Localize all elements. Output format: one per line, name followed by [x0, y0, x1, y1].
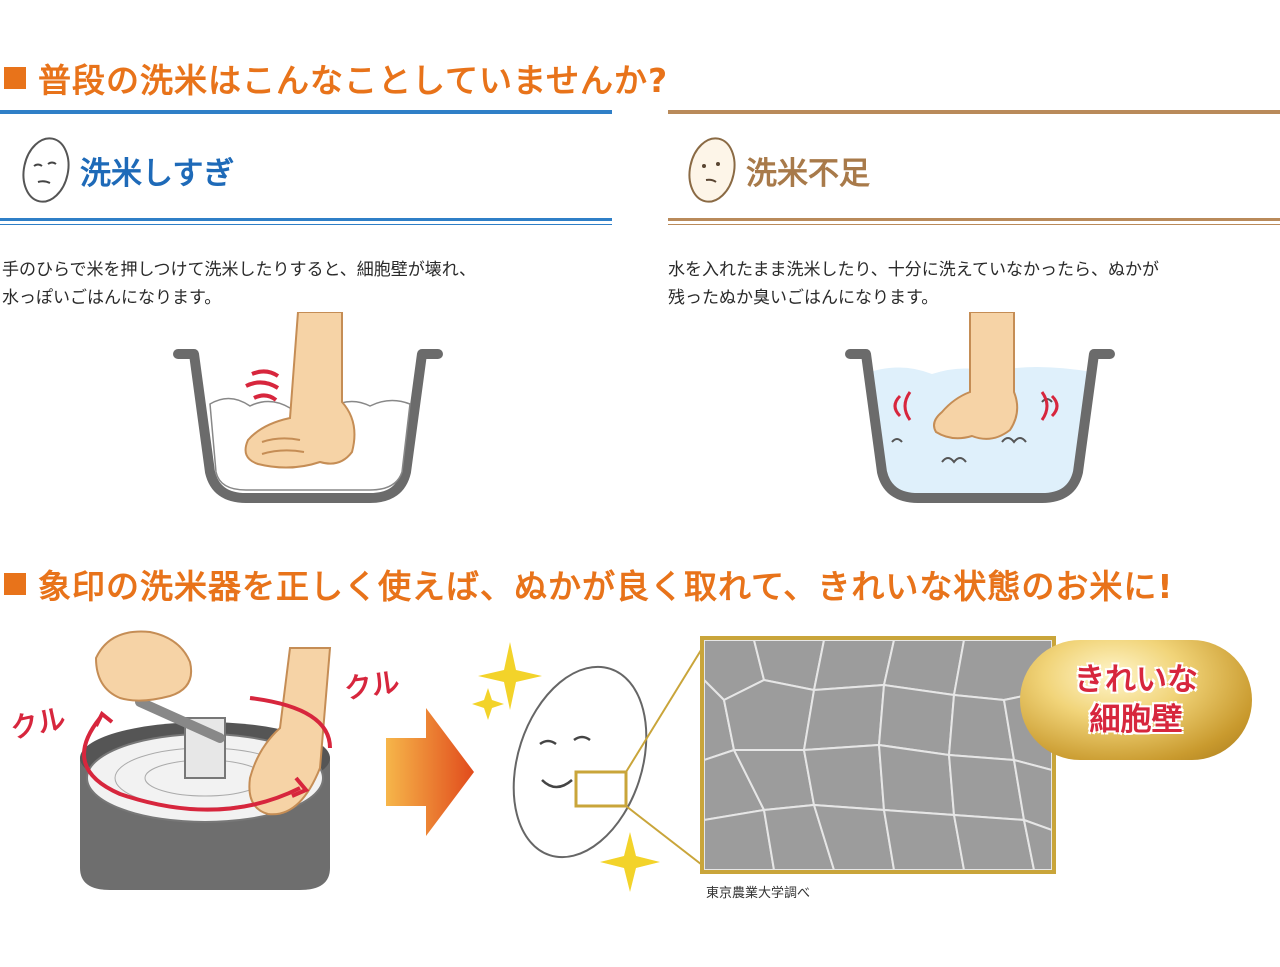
left-top-rule [0, 110, 612, 114]
source-caption: 東京農業大学調べ [706, 886, 811, 901]
badge-line1: きれいな [1074, 662, 1198, 698]
cell-wall-micrograph [700, 636, 1056, 874]
section-heading-1-text: 普段の洗米はこんなことしていませんか? [38, 61, 669, 100]
right-description: 水を入れたまま洗米したり、十分に洗えていなかったら、ぬかが 残ったぬか臭いごはん… [668, 256, 1159, 312]
right-description-line1: 水を入れたまま洗米したり、十分に洗えていなかったら、ぬかが [668, 260, 1159, 280]
right-description-line2: 残ったぬか臭いごはんになります。 [668, 288, 939, 308]
orange-arrow-icon [386, 708, 476, 842]
section-heading-1: 普段の洗米はこんなことしていませんか? [0, 54, 668, 102]
right-column-title: 洗米不足 [746, 156, 870, 192]
left-bowl-illustration [170, 311, 450, 516]
section-heading-2-text: 象印の洗米器を正しく使えば、ぬかが良く取れて、きれいな状態のお米に! [38, 567, 1174, 606]
clean-cell-wall-badge: きれいな 細胞壁 [1020, 640, 1252, 760]
section-heading-2: 象印の洗米器を正しく使えば、ぬかが良く取れて、きれいな状態のお米に! [0, 560, 1173, 608]
heading-square-icon [4, 67, 26, 89]
left-rice-face-icon [18, 134, 74, 210]
badge-line2: 細胞壁 [1089, 702, 1183, 738]
zoom-connector-lines [620, 636, 712, 880]
right-bottom-rule [668, 218, 1280, 221]
smiling-rice-grain-illustration [470, 632, 700, 906]
kuru-label-right: クル [342, 665, 402, 706]
rice-washer-illustration [0, 618, 380, 902]
left-column-title: 洗米しすぎ [80, 156, 235, 192]
left-bottom-rule [0, 218, 612, 221]
left-description: 手のひらで米を押しつけて洗米したりすると、細胞壁が壊れ、 水っぽいごはんになりま… [2, 256, 476, 312]
heading-square-icon [4, 573, 26, 595]
right-bowl-illustration [842, 311, 1122, 516]
right-bottom-rule-thin [668, 224, 1280, 225]
left-description-line2: 水っぽいごはんになります。 [2, 288, 222, 308]
left-bottom-rule-thin [0, 224, 612, 225]
left-description-line1: 手のひらで米を押しつけて洗米したりすると、細胞壁が壊れ、 [2, 260, 476, 280]
right-top-rule [668, 110, 1280, 114]
right-rice-face-icon [684, 134, 740, 210]
